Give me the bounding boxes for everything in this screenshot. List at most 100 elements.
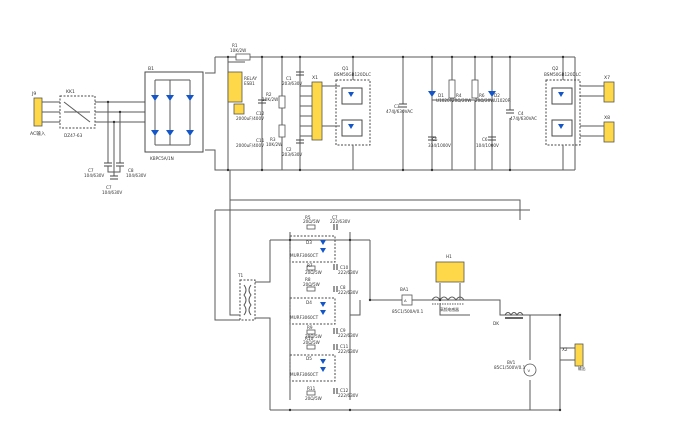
d3-model: MURF3060CT [290,253,319,258]
r6-value: 20Ω/20W [475,98,494,103]
c6-label: C6 [482,137,488,142]
c7b-label: C7 [106,185,112,190]
d1-value: U1020R [436,98,453,103]
c11b-value: 222/630V [338,349,358,354]
r10-value: 20Ω/5W [303,340,320,345]
kk1-label: KK1 [66,89,75,95]
b1-model: KBPC5A/1N [150,156,174,161]
r8-value: 20Ω/5W [303,282,320,287]
b1-label: B1 [148,66,154,72]
r5-label: R5 [305,215,311,220]
t1-label: T1 [237,273,244,278]
resistor-r1: R1 10K/2W [230,43,251,61]
ammeter-ba1: A BA1 85C1/500A/0.1 [392,287,424,314]
svg-text:A: A [404,298,407,303]
c7c-value: 222/630V [330,219,350,224]
c7a-value: 104/630V [84,173,104,178]
c12b-value: 222/630V [338,393,358,398]
d4-label: D4 [306,300,312,305]
r7-label: R7 [307,263,313,268]
x2-label: X2 [562,347,568,352]
svg-text:V: V [528,368,531,373]
d4-model: MURF3060CT [290,315,319,320]
c10-label: C10 [340,265,349,270]
r9-value: 20Ω/5W [305,334,322,339]
c3-value: 474J/630VAC [386,109,413,114]
snubber-group: D1 U1020R R4 20Ω/20W R6 20Ω/20W D2 U1020… [428,79,511,148]
igbt-q2: Q2 BSM50GB120DLC [544,66,581,146]
d2-label: D2 [494,93,500,98]
ba1-model: 85C1/500A/0.1 [392,309,424,314]
igbt-q1: Q1 BSM50GB120DLC [334,66,371,146]
c7c-label: C7 [332,215,338,220]
r4-label: R4 [456,93,462,98]
c11-label: C11 [256,138,265,143]
rectifier-d4: R8 20Ω/5W C8 222/630V D4 MURF3060CT R9 2… [289,277,358,339]
connector-x1: X1 [311,75,323,141]
r7-value: 20Ω/5W [305,270,322,275]
r3-value: 10K/2W [266,142,282,147]
top-wires [42,56,604,176]
c2-value: 203/630V [282,152,302,157]
x2-sub: 输出 [578,366,586,371]
connector-x2: X2 输出 [562,343,586,371]
ac-input-label: AC输入 [30,130,46,137]
choke-dk: DK [493,312,524,326]
c9-value: 222/630V [338,333,358,338]
r8-label: R8 [305,277,311,282]
c12b-label: C12 [340,388,349,393]
filter-caps: C7 104/630V C8 104/630V C7 104/630V [84,162,146,195]
c11b-label: C11 [340,344,349,349]
c8b-label: C8 [340,285,346,290]
d5-model: MURF3060CT [290,372,319,377]
relay: RELAY ESB1 [227,71,258,115]
cap-c3: C3 474J/630VAC [386,103,413,114]
c7b-value: 104/630V [102,190,122,195]
r11-label: R11 [307,386,316,391]
bridge-b1: B1 KBPC5A/1N [144,66,204,161]
c9-label: C9 [340,328,346,333]
relay-model: ESB1 [244,81,255,86]
r9-label: R9 [307,325,313,330]
rectifier-d3: R5 20Ω/5W C7 222/630V D3 MURF3060CT R7 2… [289,215,358,275]
d1-label: D1 [438,93,444,98]
dk-label: DK [493,321,499,326]
kk1-model: DZ47-63 [64,133,83,138]
bottom-wires [214,170,575,411]
r3-label: R3 [270,137,276,142]
c7a-label: C7 [88,168,94,173]
bv1-label: BV1 [507,360,516,365]
r2-label: R2 [266,92,272,97]
r1-label: R1 [232,43,238,48]
cap-c4: C4 474J/630VAC [506,109,537,121]
r4-value: 20Ω/20W [452,98,471,103]
c11-value: 2000uF/400V [236,143,264,148]
c6-value: 104/1000V [476,143,499,148]
c10-value: 222/630V [338,270,358,275]
c4-label: C4 [518,111,524,116]
meter-h1: H1 [435,254,465,283]
d3-label: D3 [306,240,312,245]
x1-label: X1 [312,75,318,81]
transformer-t1: T1 [237,273,256,321]
bv1-model: 85C1/500V/0.1 [494,365,526,370]
r2-value: 10K/2W [262,97,278,102]
c3-label: C3 [394,104,400,109]
q1-model: BSM50GB120DLC [334,72,371,77]
voltmeter-bv1: V BV1 85C1/500V/0.1 [494,360,537,377]
connectors-x7-x8: X7 X8 [603,75,615,143]
r1-value: 10K/2W [230,48,246,53]
breaker-kk1: KK1 DZ47-63 [59,89,96,138]
ba1-label: BA1 [400,287,409,292]
c8b-value: 222/630V [338,290,358,295]
c5-value: 334/1000V [428,143,451,148]
r11-value: 20Ω/5W [305,396,322,401]
q2-model: BSM50GB120DLC [544,72,581,77]
c12-label: C12 [256,111,265,116]
c5-label: C5 [432,137,438,142]
connector-j9: J9 AC输入 [30,91,46,137]
c2-label: C2 [286,147,292,152]
q2-label: Q2 [552,66,559,72]
j9-label: J9 [31,91,36,97]
